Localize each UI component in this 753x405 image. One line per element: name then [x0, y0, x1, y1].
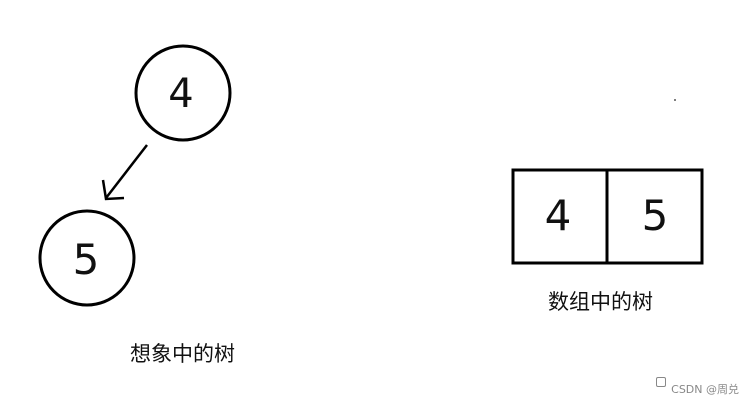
- stray-dot: [674, 99, 676, 101]
- array-cell-1: 5: [642, 191, 669, 240]
- child-node-circle: [38, 209, 136, 307]
- array-cell-0: 4: [545, 191, 572, 240]
- imagined-tree: 4 5: [38, 44, 232, 307]
- watermark-icon: [656, 377, 667, 387]
- root-node-value: 4: [168, 71, 193, 117]
- watermark: CSDN @周兑: [656, 377, 739, 397]
- imagined-tree-caption: 想象中的树: [130, 342, 235, 366]
- root-node-circle: [134, 44, 232, 142]
- tree-edge-arrowhead: [101, 179, 125, 201]
- tree-edge-arrow-line: [105, 144, 148, 199]
- array-tree-caption: 数组中的树: [548, 290, 653, 314]
- child-node-value: 5: [73, 235, 100, 284]
- watermark-text: CSDN @周兑: [671, 383, 739, 396]
- array-tree: 4 5: [511, 168, 704, 265]
